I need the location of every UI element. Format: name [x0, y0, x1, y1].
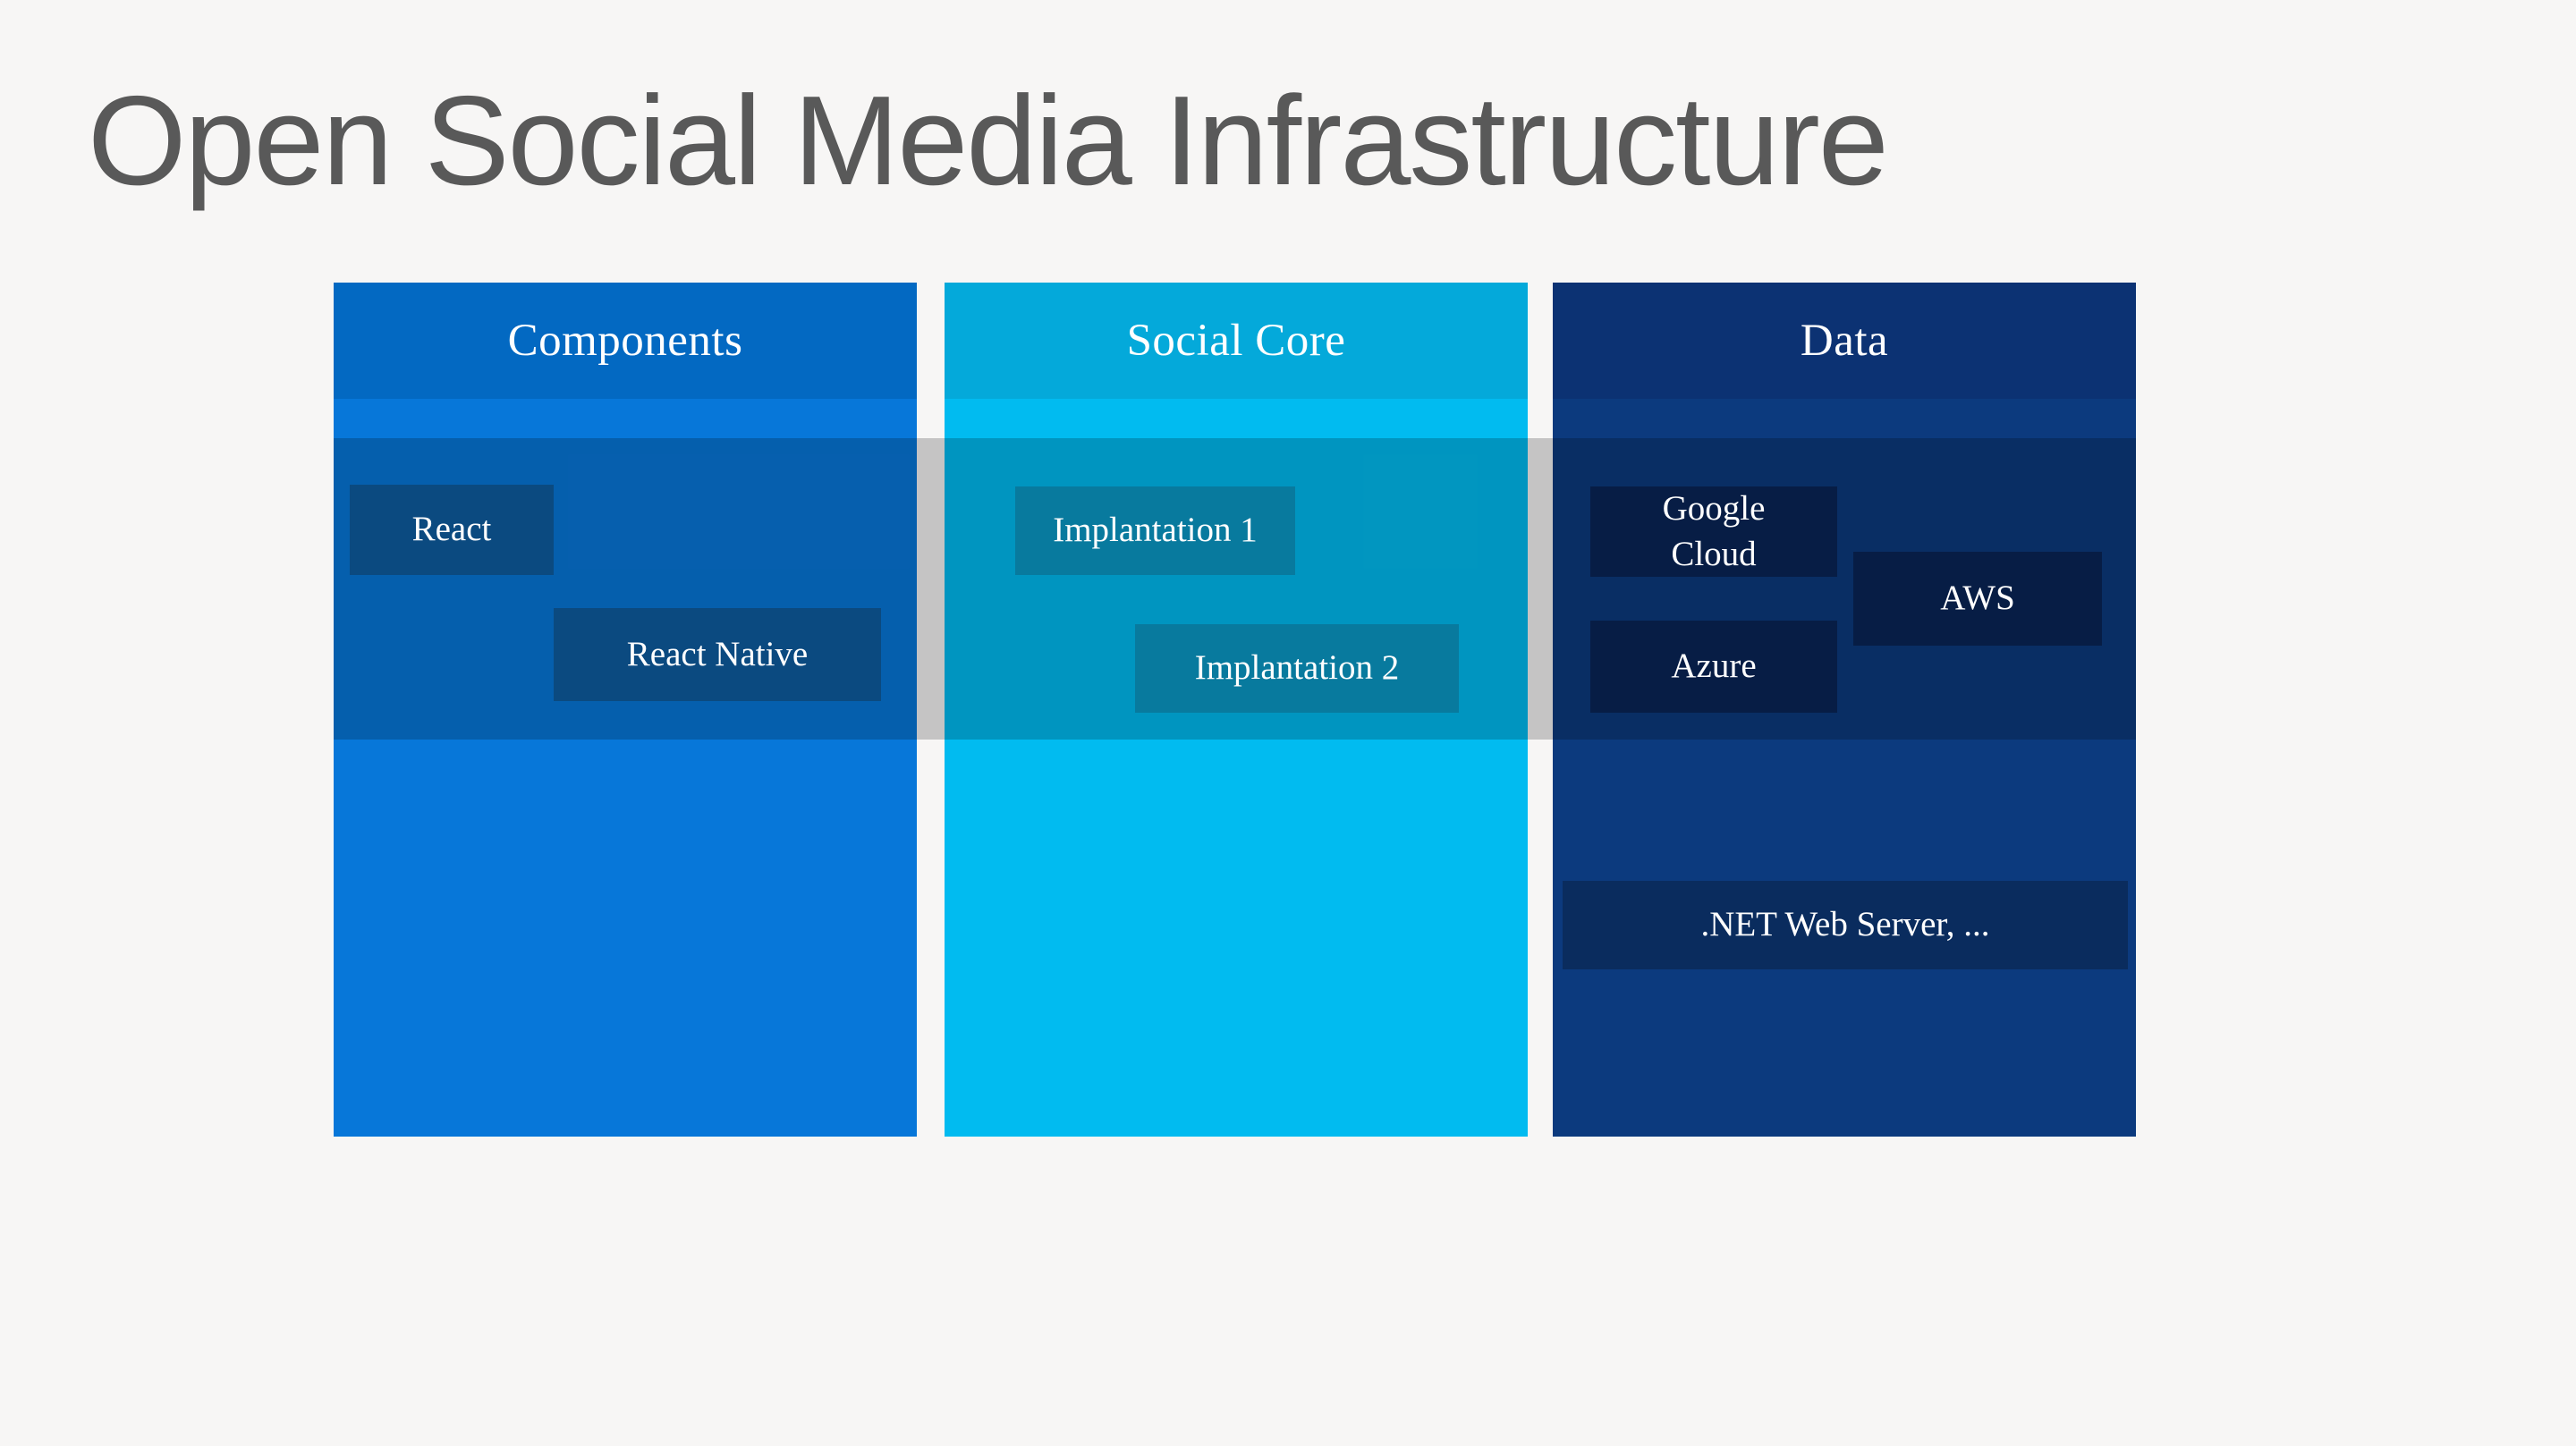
column-header-social-core: Social Core [945, 283, 1528, 399]
node-react: React [350, 485, 554, 575]
node-aws: AWS [1853, 552, 2102, 646]
node-implantation-2: Implantation 2 [1135, 624, 1459, 713]
column-header-components: Components [334, 283, 917, 399]
node-azure: Azure [1590, 621, 1837, 713]
node-dotnet-web-server: .NET Web Server, ... [1563, 881, 2128, 969]
column-header-data: Data [1553, 283, 2136, 399]
node-implantation-1: Implantation 1 [1015, 486, 1295, 575]
column-components: Components [334, 283, 917, 1137]
column-data: Data [1553, 283, 2136, 1137]
slide-title: Open Social Media Infrastructure [88, 70, 1889, 212]
node-react-native: React Native [554, 608, 881, 701]
node-google-cloud: Google Cloud [1590, 486, 1837, 577]
